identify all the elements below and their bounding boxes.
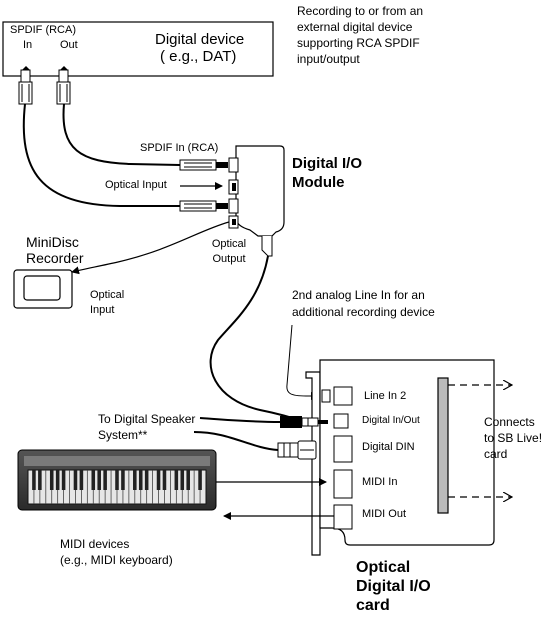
minidisc-input-label-2: Input (90, 304, 115, 316)
digital-device-box (2, 21, 274, 77)
minidisc-input-label-1: Optical (90, 289, 125, 301)
port-digital-in-out (333, 413, 349, 429)
port-midi-out (333, 504, 353, 530)
rca-plug-module-bottom (179, 200, 228, 212)
optical-output-line (71, 221, 230, 275)
rca-plug-right (56, 69, 71, 105)
module-title-1: Digital I/O (292, 155, 363, 172)
card-port-digital-in-out: Digital In/Out (362, 415, 420, 426)
connects-note-2: to SB Live! (484, 431, 543, 445)
dat-spdif-header: SPDIF (RCA) (10, 24, 76, 36)
dat-device-name: Digital device (155, 31, 245, 48)
optical-output-label-2: Output (212, 253, 246, 265)
din-plug (193, 431, 317, 460)
connects-note-1: Connects (484, 415, 535, 429)
cable-spdif-in (22, 103, 180, 207)
speaker-note-1: To Digital Speaker (98, 412, 196, 426)
card-port-digital-din: Digital DIN (362, 441, 415, 453)
recording-note-3: supporting RCA SPDIF (297, 36, 420, 50)
recording-note-1: Recording to or from an (297, 4, 424, 18)
rca-plug-left (18, 69, 33, 105)
midi-keyboard (17, 449, 217, 511)
module-title-2: Module (292, 174, 345, 191)
line-in-note-1: 2nd analog Line In for an (292, 288, 425, 302)
dat-in-label: In (23, 39, 33, 51)
card-port-midi-in: MIDI In (362, 476, 398, 488)
line-in-note-2: additional recording device (292, 305, 435, 319)
port-digital-din (333, 435, 353, 463)
minidisc-name-2: Recorder (26, 250, 84, 266)
optical-output-label-1: Optical (211, 238, 247, 250)
connects-note-3: card (484, 447, 508, 461)
dat-out-label: Out (60, 39, 78, 51)
dat-spdif-out-jack (60, 66, 68, 70)
recording-note-2: external digital device (297, 20, 413, 34)
stereo-plug (199, 416, 328, 428)
card-connector-strip (437, 377, 449, 514)
optical-digital-io-card (319, 359, 495, 546)
recording-note-4: input/output (297, 52, 360, 66)
port-line-in-2 (321, 386, 353, 406)
dat-spdif-in-jack (22, 66, 30, 70)
line-in-2-pointer (286, 324, 319, 400)
card-port-line-in-2: Line In 2 (364, 390, 407, 402)
speaker-note-2: System** (98, 428, 148, 442)
card-title-3: card (356, 597, 390, 614)
port-midi-in (333, 469, 353, 499)
rca-plug-module-top (179, 159, 228, 171)
card-title-1: Optical (356, 559, 411, 576)
card-port-midi-out: MIDI Out (362, 508, 407, 520)
digital-io-module (228, 145, 285, 257)
optical-input-label: Optical Input (105, 179, 167, 191)
dat-device-example: ( e.g., DAT) (160, 48, 237, 65)
spdif-in-label: SPDIF In (RCA) (140, 142, 219, 154)
card-bracket (305, 371, 321, 556)
midi-devices-1: MIDI devices (60, 537, 130, 551)
module-cable (209, 255, 317, 426)
card-title-2: Digital I/O (356, 578, 431, 595)
midi-devices-2: (e.g., MIDI keyboard) (60, 553, 173, 567)
minidisc-recorder (13, 269, 73, 309)
cable-spdif-out (62, 103, 181, 166)
minidisc-name-1: MiniDisc (26, 234, 79, 250)
